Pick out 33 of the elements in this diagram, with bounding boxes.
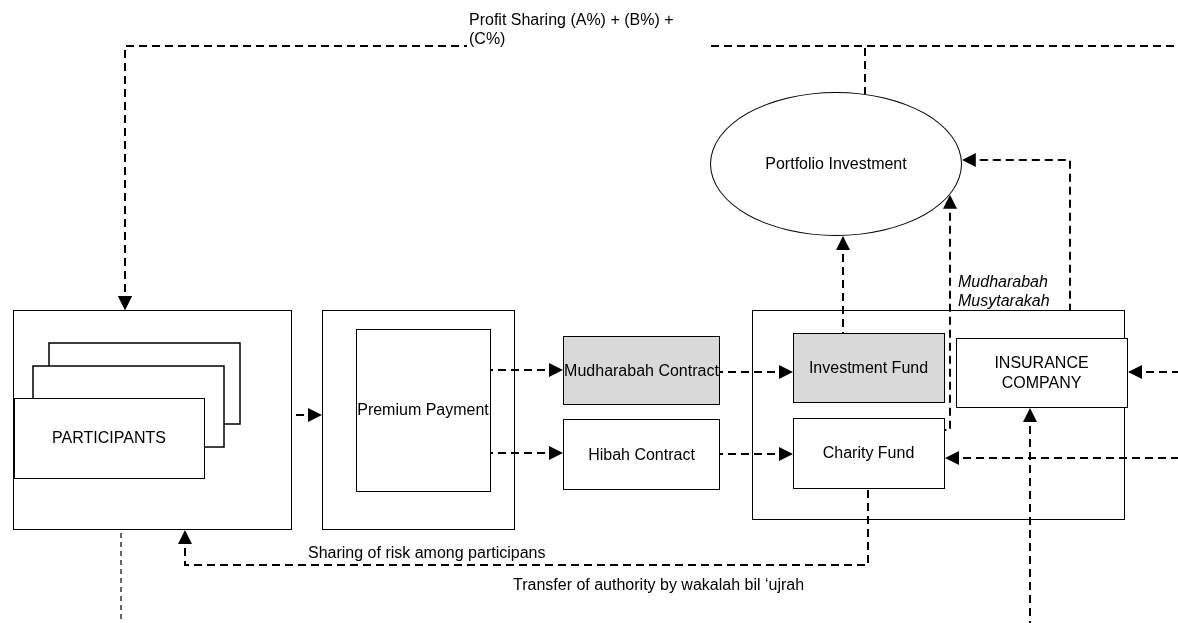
arrow	[719, 365, 794, 379]
arrow	[1127, 365, 1178, 379]
arrow	[944, 451, 1178, 465]
arrow	[178, 488, 869, 566]
arrow	[943, 193, 957, 431]
contract-note: Mudharabah Musytarakah	[958, 272, 1051, 311]
arrow	[960, 153, 1071, 311]
arrow	[719, 447, 794, 461]
process-box	[355, 328, 491, 492]
node-label: Premium Payment	[357, 400, 489, 420]
node-label: PARTICIPANTS	[52, 428, 166, 448]
node-label: Hibah Contract	[588, 444, 695, 465]
node-label: INSURANCE COMPANY	[993, 352, 1090, 393]
node-label: Charity Fund	[822, 443, 915, 463]
node-label: Investment Fund	[808, 357, 929, 378]
process-box	[792, 417, 945, 489]
arrow	[490, 363, 564, 377]
process-box	[955, 337, 1128, 408]
process-box	[13, 397, 205, 479]
arrow	[836, 234, 850, 334]
edge-label: Sharing of risk among participans	[306, 543, 548, 563]
process-box	[563, 419, 720, 490]
process-box	[563, 336, 720, 405]
container-box	[322, 310, 515, 530]
arrow	[490, 446, 564, 460]
container-box	[752, 310, 1125, 520]
node-label: Portfolio Investment	[765, 154, 907, 174]
container-box	[13, 310, 292, 530]
edge-label: Profit Sharing (A%) + (B%) + (C%)	[467, 10, 707, 49]
node-label: Mudharabah Contract	[564, 360, 719, 381]
process-box	[792, 332, 945, 403]
arrow	[1023, 407, 1037, 623]
flow-note: Transfer of authority by wakalah bil ‘ujrah	[513, 575, 805, 595]
